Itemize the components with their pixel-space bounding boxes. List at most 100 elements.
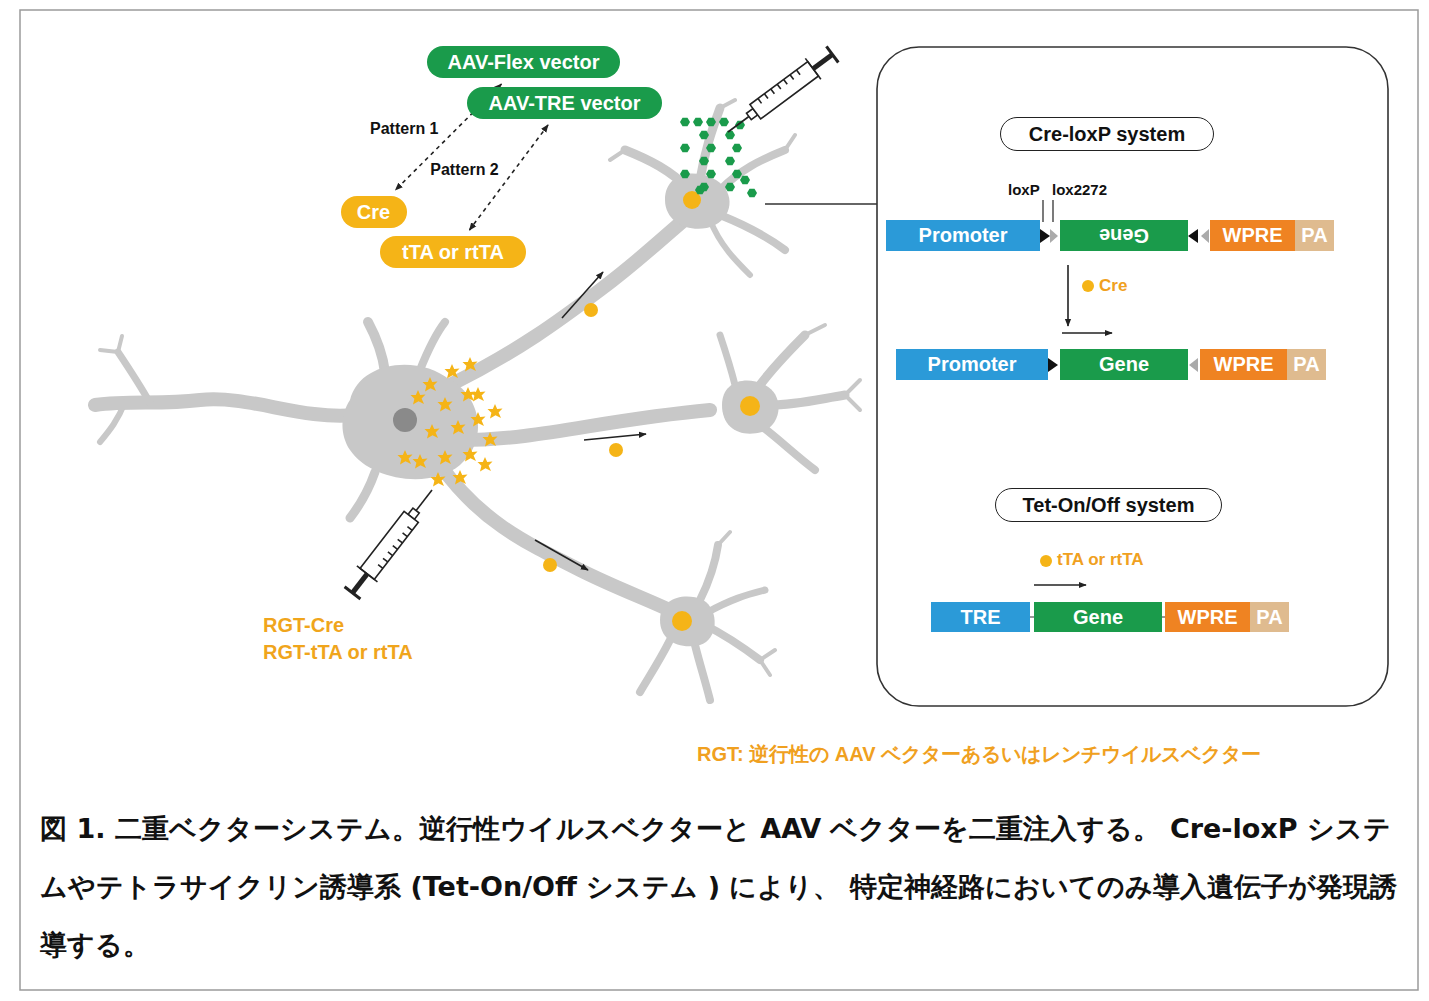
virus-particle (725, 131, 735, 140)
node-text: PA (1256, 606, 1282, 629)
virus-particle (732, 170, 742, 179)
virus-particle (725, 157, 735, 166)
virus-particle (706, 118, 716, 127)
virus-particle (431, 472, 446, 487)
connector (1067, 265, 1069, 326)
virus-particle (453, 470, 468, 485)
edge-label-text: Pattern 1 (370, 120, 438, 137)
node-text: AAV-Flex vector (448, 51, 600, 74)
gene-box: Gene (1060, 349, 1188, 380)
virus-particle (478, 457, 493, 472)
system-pill: Cre-loxP system (1000, 117, 1214, 151)
virus-particle (411, 390, 426, 405)
virus-particles (680, 118, 757, 198)
virus-particle (680, 170, 690, 179)
syringe (342, 482, 442, 601)
somata (343, 174, 779, 647)
node-text: Gene (1099, 353, 1149, 376)
node-text: PA (1301, 224, 1327, 247)
node-text: Gene (1099, 224, 1149, 247)
transport (535, 272, 646, 572)
site-label: lox2272 (1052, 181, 1107, 198)
promoter-box: Promoter (886, 220, 1040, 251)
virus-particle (699, 131, 709, 140)
panel (877, 47, 1388, 706)
vector-pill: AAV-TRE vector (467, 87, 662, 119)
virus-particle (725, 183, 735, 192)
nucleus (393, 408, 417, 432)
edge-label: Pattern 2 (430, 161, 498, 179)
system-pill: Tet-On/Off system (995, 488, 1222, 522)
wpre-box: WPRE (1210, 220, 1295, 251)
nucleus (740, 396, 760, 416)
label-text: RGT-tTA or rtTA (263, 641, 413, 663)
label-text: RGT: 逆行性の AAV ベクターあるいはレンチウイルスベクター (697, 743, 1261, 765)
node-text: tTA or rtTA (402, 241, 504, 264)
pa-box: PA (1250, 602, 1289, 632)
virus-particle (699, 157, 709, 166)
frame (20, 10, 1418, 990)
recombinase-pill: Cre (341, 196, 407, 228)
wpre-box: WPRE (1165, 602, 1250, 632)
edge-label-text: Cre (1099, 276, 1127, 295)
virus-particle (445, 364, 460, 379)
virus-particle (413, 454, 428, 469)
virus-particle (706, 144, 716, 153)
virus-particle (483, 432, 498, 447)
label-text: RGT-Cre (263, 614, 344, 636)
virus-particle (680, 144, 690, 153)
virus-particle (693, 118, 703, 127)
leader-line (765, 203, 877, 205)
pa-box: PA (1287, 349, 1326, 380)
node-text: WPRE (1178, 606, 1238, 629)
virus-particle (706, 170, 716, 179)
label-text: loxP (1008, 181, 1040, 198)
node-text: AAV-TRE vector (489, 92, 641, 115)
site-label: loxP (1008, 181, 1040, 198)
node-text: Cre (357, 201, 390, 224)
virus-particle (471, 387, 486, 402)
virus-particle (451, 420, 466, 435)
note: RGT: 逆行性の AAV ベクターあるいはレンチウイルスベクター (697, 741, 1261, 768)
virus-particle (680, 118, 690, 127)
virus-particle (463, 357, 478, 372)
node-text: Cre-loxP system (1029, 123, 1185, 146)
activator-label: tTA or rtTA (1040, 550, 1144, 570)
edge-label: Cre (1082, 276, 1127, 296)
caption: 図 1. 二重ベクターシステム。逆行性ウイルスベクターと AAV ベクターを二重… (40, 800, 1410, 974)
injection-label: RGT-Cre (263, 614, 344, 637)
label-text: tTA or rtTA (1057, 550, 1144, 569)
connector (469, 125, 548, 230)
virus-particle (732, 144, 742, 153)
vector-pill: AAV-Flex vector (427, 46, 620, 78)
node-text: Promoter (928, 353, 1017, 376)
gene-box: Gene (1034, 602, 1162, 632)
virus-particle (438, 397, 453, 412)
virus-particle (423, 377, 438, 392)
virus-particle (471, 412, 486, 427)
label-text: lox2272 (1052, 181, 1107, 198)
virus-particle (398, 450, 413, 465)
node-text: Gene (1073, 606, 1123, 629)
node-text: WPRE (1214, 353, 1274, 376)
virus-particle (740, 176, 750, 185)
syringe (720, 44, 840, 142)
promoter-box: Promoter (896, 349, 1048, 380)
node-text: Promoter (919, 224, 1008, 247)
node-text: PA (1293, 353, 1319, 376)
virus-particle (719, 118, 729, 127)
pa-box: PA (1295, 220, 1334, 251)
virus-particle (425, 424, 440, 439)
virus-particle (463, 447, 478, 462)
construct-marks (1030, 200, 1209, 617)
virus-particle (695, 186, 705, 195)
neurons (95, 100, 860, 700)
gene-box: Gene (1060, 220, 1188, 251)
wpre-box: WPRE (1200, 349, 1287, 380)
cre-dot (1082, 280, 1094, 292)
tre-box: TRE (931, 602, 1030, 632)
virus-particle (747, 189, 757, 198)
edge-label: Pattern 1 (370, 120, 438, 138)
node-text: WPRE (1223, 224, 1283, 247)
